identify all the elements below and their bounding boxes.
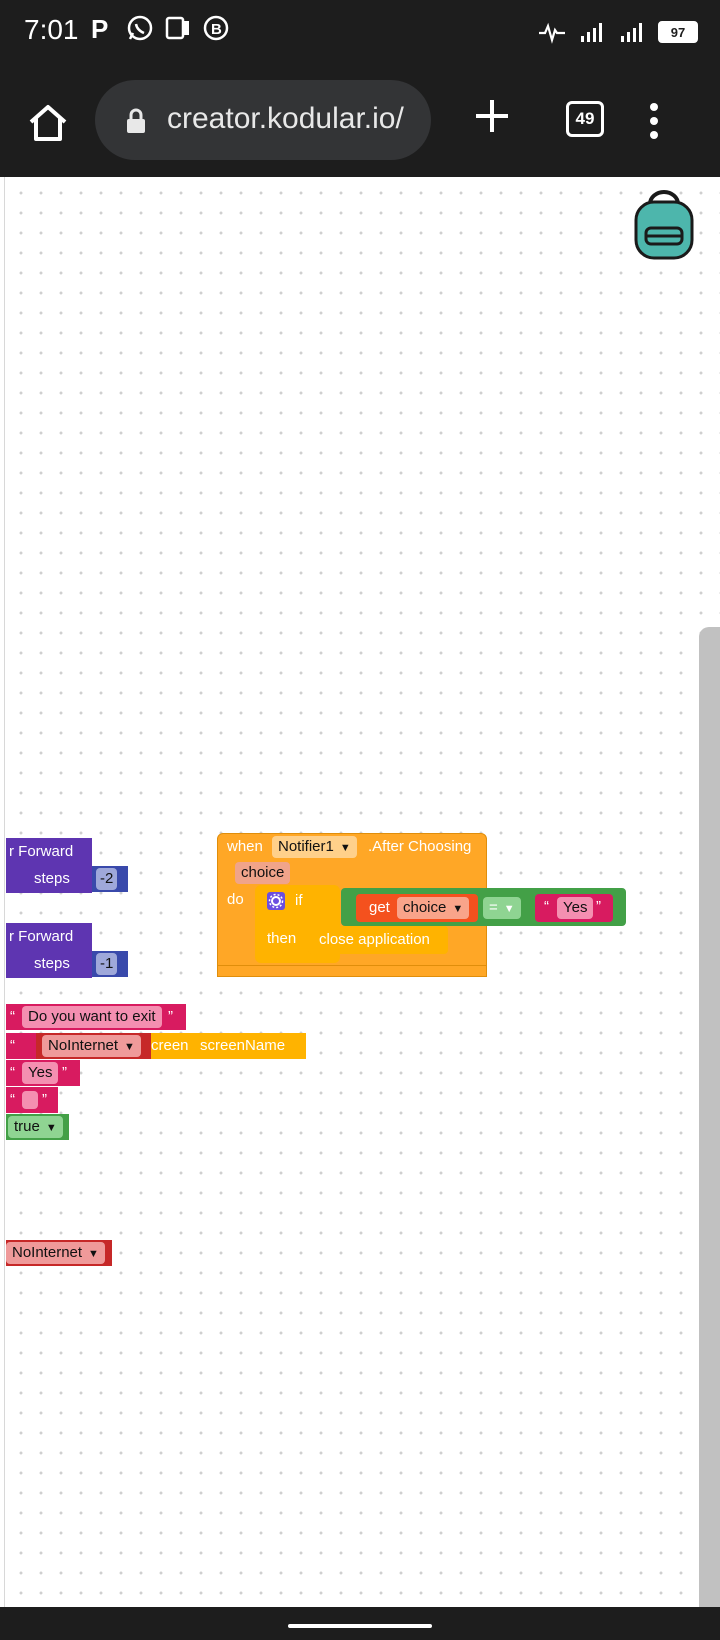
- dropdown-arrow-icon: ▼: [124, 1041, 135, 1053]
- screen-component-name: NoInternet: [48, 1037, 119, 1054]
- status-time: 7:01: [24, 14, 79, 45]
- variable-name: choice: [403, 899, 447, 916]
- yes2-close-quote: ”: [62, 1064, 67, 1081]
- true-value: true: [14, 1118, 40, 1135]
- exit-open-quote: “: [10, 1008, 15, 1025]
- event-param-choice[interactable]: choice: [235, 862, 291, 884]
- address-bar[interactable]: creator.kodular.io/: [95, 80, 431, 160]
- if-label: if: [295, 892, 303, 909]
- component-name: Notifier1: [278, 838, 334, 855]
- forward-label-2: r Forward: [9, 928, 74, 945]
- svg-text:B: B: [211, 21, 222, 38]
- partial-open-quote: “: [10, 1037, 15, 1054]
- event-name-label: .After Choosing: [368, 838, 472, 855]
- open-quote: “: [544, 898, 549, 915]
- b-icon: B: [203, 15, 229, 41]
- empty-open-quote: “: [10, 1091, 15, 1108]
- dropdown-arrow-icon: ▼: [452, 903, 464, 915]
- yes-text-field[interactable]: Yes: [557, 897, 594, 919]
- dropdown-arrow-icon: ▼: [88, 1248, 99, 1260]
- yes2-open-quote: “: [10, 1064, 15, 1081]
- screen-label: creen: [151, 1037, 189, 1054]
- steps-label-1: steps: [34, 870, 70, 887]
- home-icon[interactable]: [26, 101, 70, 145]
- svg-text:P: P: [91, 14, 108, 42]
- variable-dropdown[interactable]: choice ▼: [397, 897, 470, 919]
- text-block-partial[interactable]: [6, 1033, 36, 1059]
- navigation-bar: [0, 1607, 720, 1640]
- notification-icons: P B: [88, 14, 230, 42]
- tabs-button[interactable]: 49: [566, 101, 604, 137]
- close-application-block[interactable]: [308, 926, 448, 954]
- steps-value-1[interactable]: -2: [96, 868, 118, 890]
- get-label: get: [369, 899, 390, 916]
- dropdown-arrow-icon: ▼: [503, 903, 515, 915]
- forward-block-1[interactable]: [6, 838, 92, 893]
- parking-icon: P: [91, 14, 108, 42]
- exit-close-quote: ”: [168, 1008, 173, 1025]
- steps-label-2: steps: [34, 955, 70, 972]
- status-bar: 7:01 P B 97: [0, 0, 720, 65]
- yes2-text-field[interactable]: Yes: [22, 1062, 59, 1084]
- when-label: when: [227, 838, 263, 855]
- steps-value-2[interactable]: -1: [96, 953, 118, 975]
- plus-icon[interactable]: [472, 96, 512, 136]
- screen-name-label: screenName: [200, 1037, 286, 1054]
- operator-symbol: =: [489, 899, 498, 916]
- lock-icon: [127, 108, 145, 133]
- nointernet-name: NoInternet: [12, 1244, 83, 1261]
- gear-icon: [268, 893, 284, 909]
- component-dropdown[interactable]: Notifier1 ▼: [272, 836, 357, 858]
- workspace-border: [4, 177, 5, 1607]
- exit-text-field[interactable]: Do you want to exit: [22, 1006, 162, 1028]
- more-vert-icon[interactable]: [650, 103, 660, 143]
- empty-close-quote: ”: [42, 1091, 47, 1108]
- workspace-scrollbar[interactable]: [699, 627, 720, 1607]
- close-quote: ”: [596, 898, 601, 915]
- forward-block-2[interactable]: [6, 923, 92, 978]
- screen-component-dropdown[interactable]: NoInternet ▼: [42, 1035, 141, 1057]
- true-dropdown[interactable]: true ▼: [8, 1116, 63, 1138]
- then-label: then: [267, 930, 297, 947]
- compare-operator[interactable]: =▼: [483, 897, 521, 919]
- url-text[interactable]: creator.kodular.io/: [167, 102, 404, 135]
- dropdown-arrow-icon: ▼: [45, 1122, 57, 1134]
- whatsapp-icon: [127, 15, 153, 41]
- dropdown-arrow-icon: ▼: [339, 842, 351, 854]
- forward-label-1: r Forward: [9, 843, 74, 860]
- app-icon: [165, 16, 189, 40]
- signal-icon: [621, 23, 642, 42]
- empty-text-field[interactable]: [22, 1091, 38, 1109]
- signal-3g-icon: [581, 23, 602, 42]
- system-icons: 97: [538, 18, 698, 46]
- if-gear-button[interactable]: [267, 892, 285, 910]
- backpack-icon[interactable]: [628, 190, 700, 262]
- do-label: do: [227, 891, 244, 908]
- battery-indicator: 97: [658, 21, 698, 43]
- activity-icon: [539, 22, 565, 44]
- event-block-bottom: [217, 965, 487, 977]
- browser-toolbar: creator.kodular.io/ 49: [0, 65, 720, 177]
- home-gesture-handle[interactable]: [288, 1624, 432, 1628]
- close-application-label: close application: [319, 931, 430, 948]
- nointernet-dropdown[interactable]: NoInternet ▼: [6, 1242, 105, 1264]
